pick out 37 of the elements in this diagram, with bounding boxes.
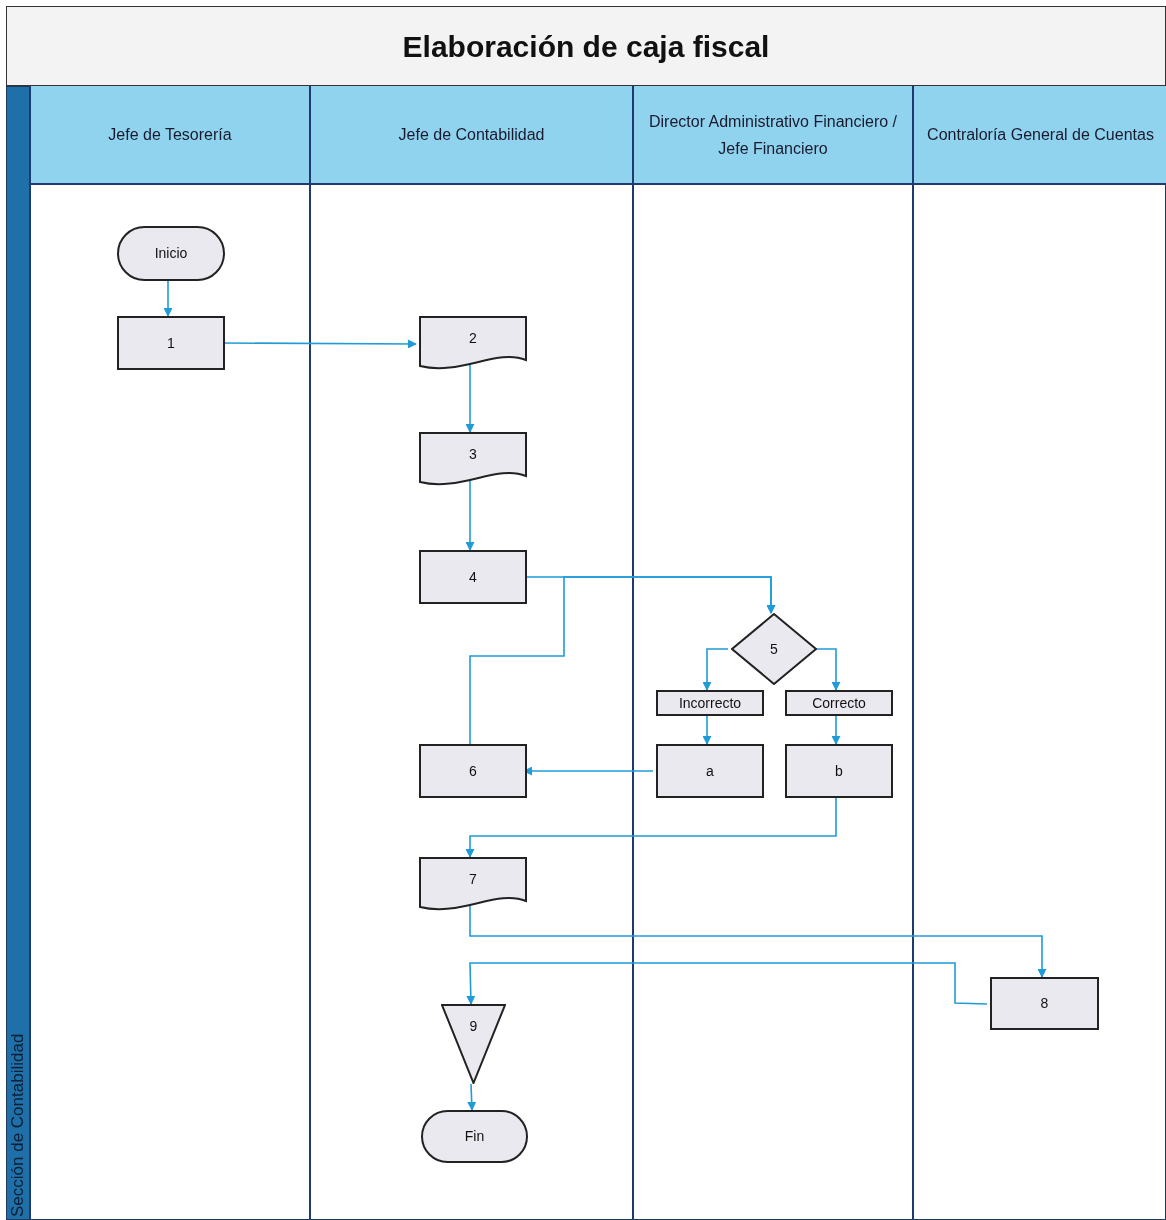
condition-box: Incorrecto — [656, 690, 764, 716]
diagram-title: Elaboración de caja fiscal — [402, 28, 770, 65]
flow-arrow — [163, 280, 173, 317]
lane-title: Jefe de Contabilidad — [398, 125, 545, 145]
process-box: 6 — [419, 744, 527, 798]
swimlane — [632, 86, 912, 1220]
condition-box: Correcto — [785, 690, 893, 716]
flow-arrow — [467, 1083, 477, 1111]
swimlane — [309, 86, 632, 1220]
process-box: 8 — [990, 977, 1099, 1030]
terminator-shape: Inicio — [117, 226, 225, 281]
decision-diamond: 5 — [731, 613, 817, 685]
flow-arrow — [465, 362, 475, 433]
flow-arrow — [465, 478, 475, 551]
document-shape: 3 — [419, 432, 527, 488]
merge-triangle: 9 — [441, 1004, 506, 1084]
process-box: 4 — [419, 550, 527, 604]
flow-arrow — [469, 576, 776, 745]
document-shape: 7 — [419, 857, 527, 913]
lane-title: Director Administrativo Financiero / Jefe Financiero — [647, 111, 899, 159]
flow-arrow — [702, 648, 729, 691]
process-box: b — [785, 744, 893, 798]
swimlane — [29, 86, 309, 1220]
pool-title: Sección de Contabilidad — [7, 1033, 28, 1217]
swimlane-pool — [6, 86, 1166, 1220]
process-box: a — [656, 744, 764, 798]
process-box: 1 — [117, 316, 225, 370]
flow-arrow — [469, 903, 1047, 978]
lane-title: Contraloría General de Cuentas — [927, 125, 1154, 145]
flow-arrow — [831, 715, 841, 745]
document-shape: 2 — [419, 316, 527, 372]
lane-title: Jefe de Tesorería — [108, 125, 232, 145]
flow-arrow — [702, 715, 712, 745]
flow-arrow — [466, 962, 988, 1005]
swimlane — [912, 86, 1166, 1220]
flow-arrow — [465, 797, 837, 858]
terminator-shape: Fin — [421, 1110, 528, 1163]
